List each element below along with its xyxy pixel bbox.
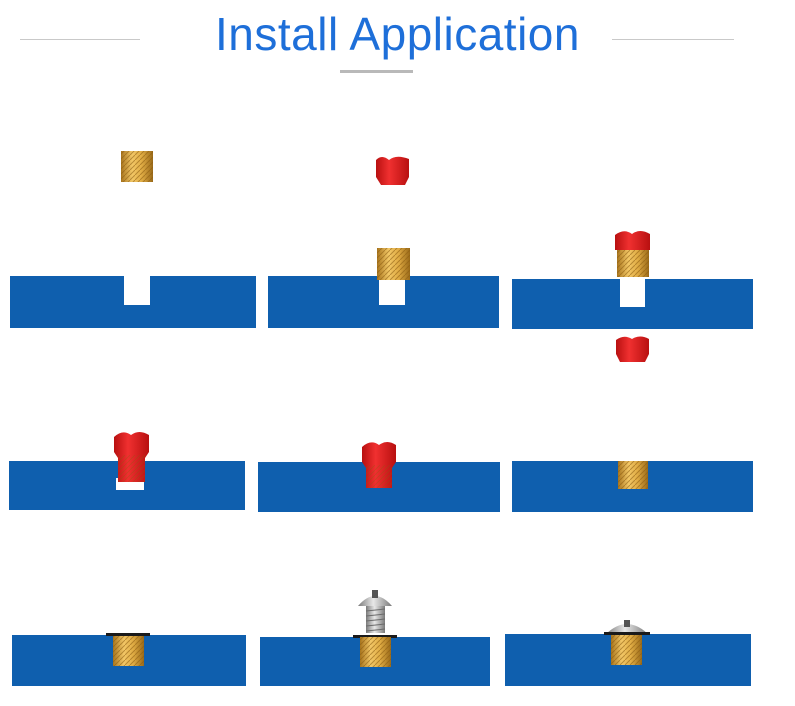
brass-insert	[617, 248, 649, 277]
brass-insert	[113, 636, 144, 666]
hole	[620, 279, 645, 307]
step-1-insert-above-hole	[10, 151, 256, 328]
screw-head	[604, 620, 650, 635]
step-8-screw-above-insert	[260, 590, 490, 686]
hole	[379, 276, 405, 305]
step-9-screw-fastened	[505, 620, 751, 686]
heat-press-tool	[616, 336, 649, 362]
title-rule-left	[20, 39, 140, 40]
screw	[358, 590, 392, 633]
heat-press-tool	[114, 432, 149, 482]
brass-insert	[121, 151, 153, 182]
step-3-tool-on-insert	[512, 231, 753, 329]
step-4-pressing-insert	[9, 432, 245, 510]
brass-insert	[360, 637, 391, 667]
header: Install Application	[0, 0, 795, 80]
hole	[124, 276, 150, 305]
insert-flange	[353, 635, 397, 638]
brass-insert	[618, 461, 648, 489]
page-title: Install Application	[215, 8, 580, 60]
brass-insert	[377, 248, 410, 280]
step-7-insert-installed	[12, 633, 246, 686]
step-6-tool-removed	[512, 336, 753, 512]
heat-press-tool	[362, 442, 396, 488]
step-2-insert-on-hole-tool-above	[268, 156, 499, 328]
insert-flange	[106, 633, 150, 636]
step-5-insert-fully-pressed	[258, 442, 500, 512]
brass-insert	[611, 635, 642, 665]
heat-press-tool	[376, 156, 409, 185]
title-underline	[340, 70, 413, 73]
heat-press-tool	[615, 231, 650, 250]
title-rule-right	[612, 39, 734, 40]
